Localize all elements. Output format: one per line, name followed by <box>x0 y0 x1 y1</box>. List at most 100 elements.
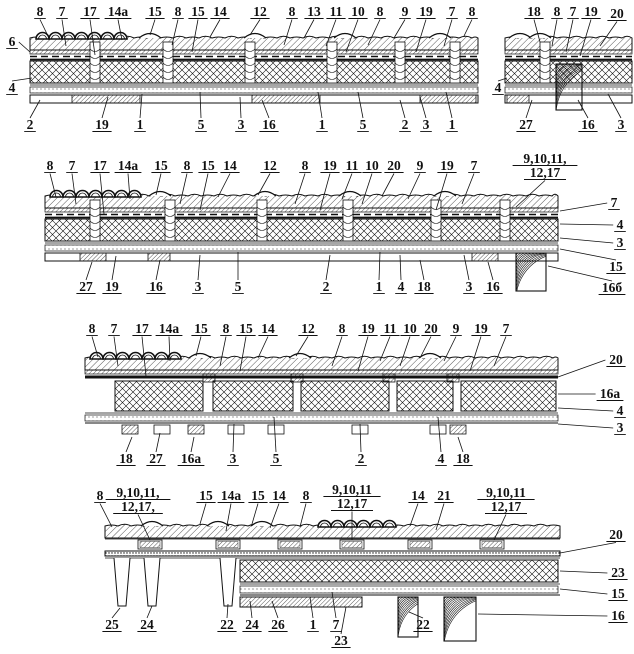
ref-label: 10 <box>365 158 379 173</box>
ref-label: 4 <box>617 403 624 418</box>
ref-label: 4 <box>438 451 445 466</box>
ref-label: 14a <box>159 321 180 336</box>
ref-label: 16 <box>486 279 500 294</box>
ref-label: 25 <box>105 617 119 632</box>
ref-label: 15 <box>251 488 265 503</box>
ref-label: 16 <box>581 117 595 132</box>
ref-label: 9 <box>417 158 424 173</box>
ref-label: 12,17 <box>337 496 368 511</box>
ref-label: 5 <box>235 279 242 294</box>
ref-label: 15 <box>201 158 215 173</box>
ref-label: 8 <box>175 4 182 19</box>
ref-label: 4 <box>9 80 16 95</box>
ref-label: 7 <box>503 321 510 336</box>
ref-label: 3 <box>466 279 473 294</box>
ref-label: 3 <box>195 279 202 294</box>
ref-label: 27 <box>149 451 163 466</box>
ref-label: 17 <box>135 321 149 336</box>
ref-label: 16a <box>181 451 202 466</box>
ref-label: 18 <box>119 451 133 466</box>
ref-label: 18 <box>456 451 470 466</box>
ref-label: 1 <box>137 117 144 132</box>
ref-label: 20 <box>609 352 623 367</box>
ref-label: 12 <box>301 321 315 336</box>
ref-label: 5 <box>360 117 367 132</box>
ref-label: 7 <box>69 158 76 173</box>
ref-label: 4 <box>398 279 405 294</box>
ref-label: 12,17 <box>530 165 561 180</box>
ref-label: 19 <box>419 4 433 19</box>
ref-label: 16б <box>602 280 623 295</box>
ref-label: 3 <box>238 117 245 132</box>
ref-label: 1 <box>319 117 326 132</box>
ref-label: 19 <box>323 158 337 173</box>
ref-label: 26 <box>271 617 285 632</box>
ref-label: 8 <box>37 4 44 19</box>
ref-label: 2 <box>358 451 365 466</box>
ref-label: 9,10,11, <box>116 485 159 500</box>
ref-label: 15 <box>194 321 208 336</box>
ref-label: 15 <box>154 158 168 173</box>
ref-label: 8 <box>47 158 54 173</box>
ref-label: 20 <box>424 321 438 336</box>
ref-label: 3 <box>617 420 624 435</box>
ref-label: 20 <box>610 6 624 21</box>
ref-label: 9 <box>453 321 460 336</box>
ref-label: 14 <box>261 321 275 336</box>
ref-label: 19 <box>105 279 119 294</box>
ref-label: 11 <box>346 158 359 173</box>
ref-label: 22 <box>220 617 234 632</box>
ref-label: 19 <box>584 4 598 19</box>
ref-label: 8 <box>97 488 104 503</box>
ref-label: 7 <box>471 158 478 173</box>
ref-label: 19 <box>361 321 375 336</box>
ref-label: 16 <box>611 608 625 623</box>
ref-label: 7 <box>59 4 66 19</box>
ref-label: 8 <box>377 4 384 19</box>
ref-label: 8 <box>302 158 309 173</box>
ref-label: 8 <box>303 488 310 503</box>
ref-label: 11 <box>384 321 397 336</box>
ref-label: 19 <box>474 321 488 336</box>
ref-label: 24 <box>245 617 259 632</box>
ref-label: 20 <box>609 527 623 542</box>
ref-label: 16 <box>149 279 163 294</box>
ref-label: 3 <box>423 117 430 132</box>
ref-label: 2 <box>323 279 330 294</box>
ref-label: 14a <box>108 4 129 19</box>
ref-label: 11 <box>330 4 343 19</box>
ref-label: 9,10,11, <box>523 151 566 166</box>
ref-label: 18 <box>417 279 431 294</box>
ref-label: 2 <box>27 117 34 132</box>
ref-label: 17 <box>93 158 107 173</box>
ref-label: 10 <box>351 4 365 19</box>
ref-label: 19 <box>95 117 109 132</box>
ref-label: 4 <box>495 80 502 95</box>
ref-label: 20 <box>387 158 401 173</box>
ref-label: 4 <box>617 217 624 232</box>
ref-label: 17 <box>83 4 97 19</box>
ref-label: 19 <box>440 158 454 173</box>
ref-label: 8 <box>184 158 191 173</box>
ref-label: 1 <box>449 117 456 132</box>
ref-label: 8 <box>469 4 476 19</box>
ref-label: 7 <box>611 195 618 210</box>
ref-label: 3 <box>617 235 624 250</box>
ref-label: 9,10,11 <box>486 485 526 500</box>
ref-label: 14 <box>213 4 227 19</box>
ref-label: 5 <box>273 451 280 466</box>
ref-label: 5 <box>198 117 205 132</box>
ref-label: 8 <box>554 4 561 19</box>
ref-label: 3 <box>618 117 625 132</box>
ref-label: 7 <box>449 4 456 19</box>
ref-label: 14a <box>221 488 242 503</box>
ref-label: 27 <box>79 279 93 294</box>
ref-label: 12 <box>253 4 267 19</box>
ref-label: 14a <box>118 158 139 173</box>
ref-label: 15 <box>239 321 253 336</box>
ref-label: 15 <box>199 488 213 503</box>
